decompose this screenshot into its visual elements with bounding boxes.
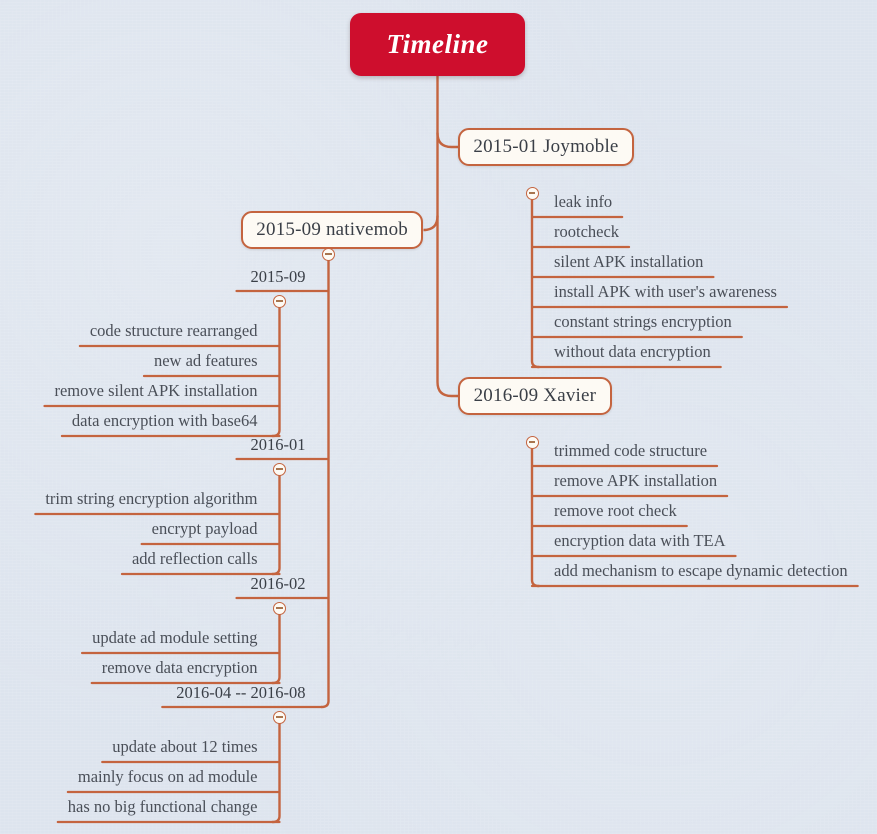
collapse-toggle-group-3[interactable] — [273, 710, 286, 724]
leaf-joymoble-1[interactable]: rootcheck — [554, 222, 620, 241]
group-date-label-1: 2016-01 — [250, 435, 306, 454]
branch-node-joymoble[interactable]: 2015-01 Joymoble — [458, 128, 634, 166]
leaf-nativemob-3-0[interactable]: update about 12 times — [112, 737, 258, 756]
leaf-nativemob-0-2[interactable]: remove silent APK installation — [54, 381, 258, 400]
leaf-xavier-1[interactable]: remove APK installation — [554, 471, 718, 490]
leaf-nativemob-2-1[interactable]: remove data encryption — [101, 658, 258, 677]
branch-node-xavier[interactable]: 2016-09 Xavier — [458, 377, 612, 415]
leaf-nativemob-0-1[interactable]: new ad features — [153, 351, 258, 370]
collapse-toggle-group-0[interactable] — [273, 294, 286, 308]
leaf-joymoble-2[interactable]: silent APK installation — [554, 252, 704, 271]
root-node-label: Timeline — [386, 29, 489, 59]
leaf-nativemob-3-1[interactable]: mainly focus on ad module — [77, 767, 258, 786]
collapse-toggle-group-2[interactable] — [273, 601, 286, 615]
leaf-nativemob-3-2[interactable]: has no big functional change — [67, 797, 258, 816]
leaf-joymoble-0[interactable]: leak info — [554, 192, 613, 211]
root-node-timeline[interactable]: Timeline — [350, 13, 525, 76]
collapse-toggle-xavier[interactable] — [525, 435, 539, 449]
leaf-xavier-3[interactable]: encryption data with TEA — [554, 531, 726, 550]
leaf-nativemob-1-0[interactable]: trim string encryption algorithm — [45, 489, 258, 508]
leaf-nativemob-2-0[interactable]: update ad module setting — [92, 628, 258, 647]
branch-node-xavier-label: 2016-09 Xavier — [473, 385, 597, 406]
branch-node-joymoble-label: 2015-01 Joymoble — [473, 136, 619, 157]
group-date-label-2: 2016-02 — [250, 574, 306, 593]
leaf-joymoble-5[interactable]: without data encryption — [554, 342, 711, 361]
leaf-xavier-2[interactable]: remove root check — [554, 501, 677, 520]
leaf-nativemob-0-3[interactable]: data encryption with base64 — [71, 411, 258, 430]
leaf-nativemob-1-2[interactable]: add reflection calls — [131, 549, 258, 568]
branch-node-nativemob-label: 2015-09 nativemob — [256, 219, 408, 240]
collapse-toggle-group-1[interactable] — [273, 462, 286, 476]
leaf-xavier-0[interactable]: trimmed code structure — [554, 441, 708, 460]
leaf-joymoble-4[interactable]: constant strings encryption — [554, 312, 732, 331]
leaf-nativemob-1-1[interactable]: encrypt payload — [151, 519, 258, 538]
collapse-toggle-nativemob[interactable] — [322, 247, 335, 261]
leaf-xavier-4[interactable]: add mechanism to escape dynamic detectio… — [554, 561, 848, 580]
branch-node-nativemob[interactable]: 2015-09 nativemob — [241, 211, 424, 249]
leaf-nativemob-0-0[interactable]: code structure rearranged — [89, 321, 258, 340]
group-date-label-3: 2016-04 -- 2016-08 — [176, 683, 306, 702]
collapse-toggle-joymoble[interactable] — [525, 186, 539, 200]
leaf-joymoble-3[interactable]: install APK with user's awareness — [554, 282, 777, 301]
group-date-label-0: 2015-09 — [250, 267, 306, 286]
